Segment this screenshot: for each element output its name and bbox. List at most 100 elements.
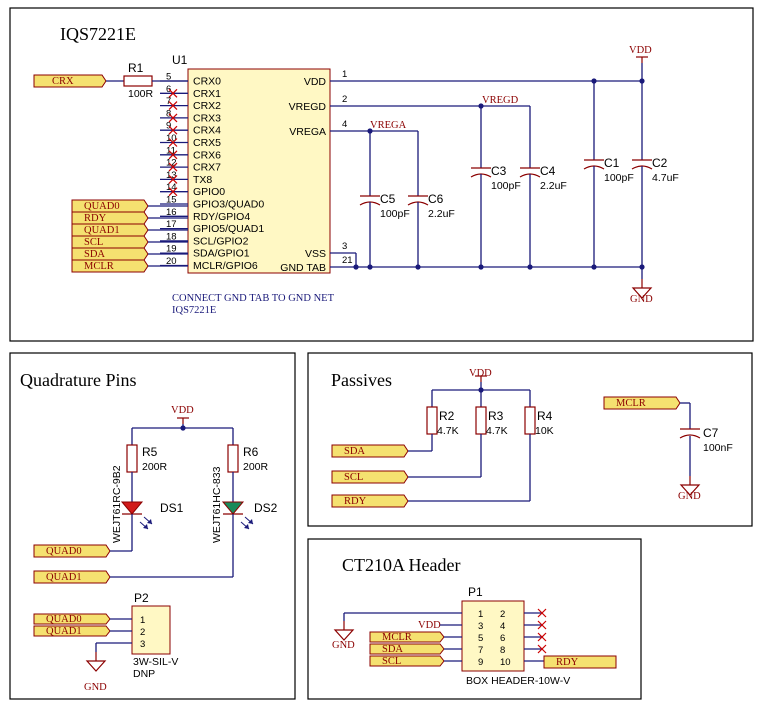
u1-pin-name-17: GPIO5/QUAD1	[193, 223, 264, 235]
header-port-scl: SCL	[369, 655, 462, 667]
p1-pin-7: 7	[478, 645, 483, 656]
header-port-rdy: RDY	[524, 655, 617, 669]
u1-pin-name-4: VREGA	[289, 126, 326, 138]
u1-pin-name-16: RDY/GPIO4	[193, 211, 250, 223]
ds2-designator: DS2	[254, 501, 278, 515]
vrega-net-label: VREGA	[370, 120, 407, 131]
u1-pin-num-5: 5	[166, 72, 171, 83]
u1-note-line1: CONNECT GND TAB TO GND NET	[172, 293, 335, 304]
passives-port-rdy: RDY	[331, 494, 530, 508]
capacitor-c4: C42.2uF	[519, 106, 567, 267]
ds1-led	[120, 501, 153, 530]
u1-pin-name-15: GPIO3/QUAD0	[193, 199, 264, 211]
header-port-mclr: MCLR	[369, 631, 462, 643]
svg-text:MCLR: MCLR	[616, 398, 646, 409]
u1-body	[187, 68, 331, 274]
u1-pin-num-4: 4	[342, 119, 347, 130]
cap-designator: C4	[540, 164, 556, 178]
svg-text:SCL: SCL	[344, 472, 363, 483]
main-section-title: IQS7221E	[60, 24, 136, 44]
svg-text:QUAD0: QUAD0	[46, 546, 82, 557]
p1-designator: P1	[468, 585, 483, 599]
cap-value: 4.7uF	[652, 172, 679, 184]
u1-pin-num-2: 2	[342, 94, 347, 105]
ds1-part-number: WEJT61RC-9B2	[111, 465, 123, 543]
decoupling-capacitors: C5100pFC62.2uFC3100pFC42.2uFC1100pFC24.7…	[359, 81, 679, 267]
r3-resistor	[475, 406, 487, 435]
u1-pin-num-12: 12	[166, 158, 177, 169]
u1-pin-num-18: 18	[166, 231, 177, 242]
passives-port-scl: SCL	[331, 470, 481, 484]
p1-pin-2: 2	[500, 609, 505, 620]
p1-pin-6: 6	[500, 633, 505, 644]
u1-pin-name-18: SCL/GPIO2	[193, 235, 249, 247]
no-connect-marker	[168, 113, 178, 123]
u1-pin-num-17: 17	[166, 219, 177, 230]
vdd-symbol-quad	[176, 417, 190, 425]
u1-pin-num-10: 10	[166, 133, 177, 144]
svg-text:SDA: SDA	[84, 249, 105, 260]
u1-pin-num-1: 1	[342, 69, 347, 80]
u1-pin-name-8: CRX3	[193, 112, 221, 124]
ds1-designator: DS1	[160, 501, 184, 515]
p2-port-quad0: QUAD0	[33, 613, 132, 625]
svg-text:RDY: RDY	[344, 496, 367, 507]
vregd-net-label: VREGD	[482, 95, 519, 106]
gnd-symbol-quad	[86, 651, 106, 672]
p1-no-connects	[524, 608, 547, 654]
u1-port-quad0: QUAD0	[71, 199, 188, 213]
r6-designator: R6	[243, 445, 259, 459]
gnd-label-main: GND	[630, 294, 653, 305]
no-connect-marker	[168, 125, 178, 135]
u1-pin-name-6: CRX1	[193, 88, 221, 100]
svg-text:SCL: SCL	[382, 656, 401, 667]
no-connect-marker	[168, 162, 178, 172]
no-connect-marker	[168, 138, 178, 147]
u1-pin-name-7: CRX2	[193, 100, 221, 112]
p1-pin-8: 8	[500, 645, 505, 656]
cap-value: 100pF	[491, 180, 521, 192]
r2-designator: R2	[439, 409, 455, 423]
p2-part-number: 3W-SIL-V	[133, 656, 178, 668]
vdd-label-quad: VDD	[171, 405, 194, 416]
quadrature-frame	[9, 352, 296, 700]
crx-port	[33, 74, 107, 88]
u1-pin-num-13: 13	[166, 170, 177, 181]
u1-pin-name-20: MCLR/GPIO6	[193, 260, 258, 272]
cap-value: 2.2uF	[428, 208, 455, 220]
u1-pin-name-10: CRX5	[193, 137, 221, 149]
svg-text:2: 2	[140, 627, 145, 638]
p1-pin-3: 3	[478, 621, 483, 632]
no-connect-marker	[168, 88, 178, 98]
no-connect-marker	[537, 632, 547, 642]
u1-port-quad1: QUAD1	[71, 223, 188, 237]
p2-port-quad1: QUAD1	[33, 625, 132, 637]
gnd-symbol-header	[334, 620, 354, 641]
passives-port-sda: SDA	[331, 444, 432, 458]
svg-text:MCLR: MCLR	[382, 632, 412, 643]
u1-pin-num-6: 6	[166, 84, 171, 95]
no-connect-marker	[168, 187, 178, 197]
svg-text:SCL: SCL	[84, 237, 103, 248]
r1-designator: R1	[128, 61, 144, 75]
r4-resistor	[524, 406, 536, 435]
quad-port-quad1: QUAD1	[33, 570, 233, 584]
u1-port-sda: SDA	[71, 247, 188, 261]
p1-pin-4: 4	[500, 621, 505, 632]
r3-designator: R3	[488, 409, 504, 423]
c7-capacitor	[679, 434, 701, 439]
cap-value: 100pF	[604, 172, 634, 184]
no-connect-marker	[168, 101, 178, 111]
u1-pin-name-9: CRX4	[193, 125, 221, 137]
u1-pin-num-15: 15	[166, 195, 177, 206]
u1-pin-name-5: CRX0	[193, 76, 221, 88]
r1-value: 100R	[128, 88, 154, 100]
u1-port-rdy: RDY	[71, 211, 188, 225]
r1-resistor	[123, 75, 153, 87]
no-connect-marker	[537, 644, 547, 654]
vdd-label-header: VDD	[418, 620, 441, 631]
